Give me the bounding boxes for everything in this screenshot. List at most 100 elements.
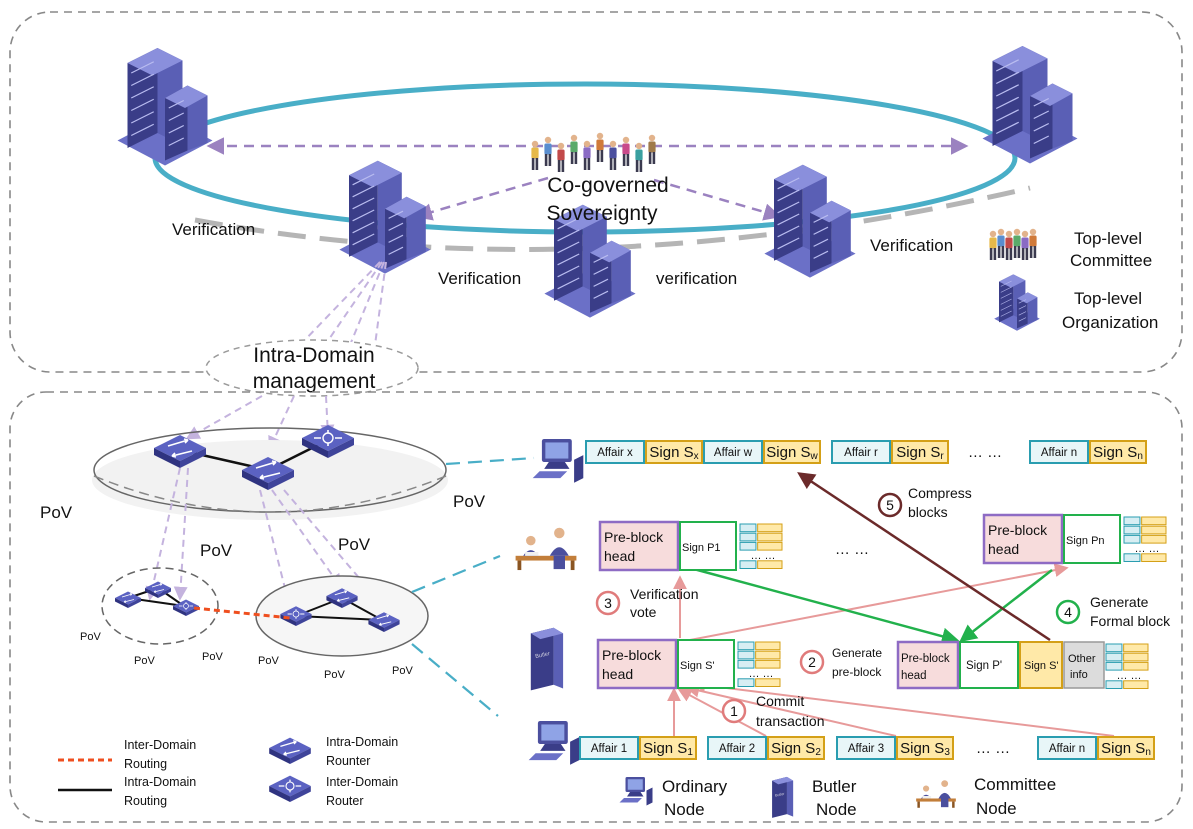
affair-label: Affair n (1041, 447, 1077, 459)
pov-label: PoV (324, 669, 345, 681)
step-label: vote (630, 604, 657, 620)
legend-ordinary-node-label: Ordinary (662, 777, 728, 796)
butler-node-icon (530, 627, 564, 691)
step-number: 2 (808, 654, 816, 670)
affair-cell (1029, 440, 1089, 464)
legend-intra-router-label: Intra-Domain (326, 735, 398, 749)
legend-ordinary-node-icon (619, 777, 653, 806)
legend-committee-label: Top-level (1074, 229, 1142, 248)
pov-label: PoV (258, 655, 279, 667)
legend-intra-routing-label: Intra-Domain (124, 775, 196, 789)
tx-stripe (1105, 680, 1123, 689)
step-label: Formal block (1090, 613, 1171, 629)
tx-stripe (755, 650, 781, 660)
sign-cell (891, 440, 949, 464)
tx-stripe (1141, 516, 1167, 526)
ordinary-node-icon (532, 439, 584, 483)
intra-domain-label-line2: management (253, 370, 376, 393)
pov-domain-right (255, 575, 429, 657)
step-label: Generate (832, 646, 882, 660)
preblock-ellipsis: … … (835, 541, 869, 558)
legend-butler-node-label: Butler (812, 777, 857, 796)
legend-intra-router-icon (268, 736, 312, 765)
tx-stripe (757, 541, 783, 551)
tx-stripe (755, 659, 781, 669)
tx-stripe (1141, 525, 1167, 535)
sign-cell (639, 736, 697, 760)
sign-label: Sign Sn (1101, 740, 1151, 758)
step-label: pre-block (832, 665, 882, 679)
step-badge (595, 590, 621, 616)
ordinary-node-icon (528, 721, 580, 765)
tx-stripe (739, 532, 757, 542)
formal-sign-s (1019, 641, 1063, 689)
legend-committee-node-icon (916, 780, 956, 808)
chain-ellipsis: … … (976, 740, 1010, 757)
preblock-head (596, 638, 678, 690)
preblock-head-label: head (604, 548, 635, 564)
legend-butler-node-icon (772, 776, 794, 818)
step-label: Compress (908, 485, 972, 501)
pov-label: PoV (200, 541, 233, 560)
formal-sign-p-label: Sign P' (966, 660, 1002, 672)
affair-label: Affair r (844, 447, 878, 459)
formal-sign-s-label: Sign S' (1024, 660, 1059, 672)
step-badge (799, 649, 825, 675)
formal-head-label: head (901, 670, 927, 682)
step-badge (1055, 599, 1081, 625)
legend-committee-label: Committee (1070, 251, 1152, 270)
step-number: 3 (604, 595, 612, 611)
process-steps: 1Committransaction2Generatepre-block3Ver… (595, 485, 1171, 729)
tx-stripe (739, 523, 757, 533)
sign-cell (763, 440, 821, 464)
affair-label: Affair x (597, 447, 633, 459)
tx-stripe (755, 678, 781, 687)
tx-stripe (1123, 652, 1149, 662)
affair-cell (703, 440, 763, 464)
management-links (299, 261, 387, 346)
tx-stripe (1141, 553, 1167, 562)
pov-domain-left (101, 567, 219, 645)
verification-label: Verification (870, 236, 953, 255)
legend-committee-node-label: Committee (974, 775, 1056, 794)
sign-label: Sign Sw (766, 444, 818, 462)
legend-committee-node-label: Node (976, 799, 1017, 818)
affair-label: Affair 3 (848, 743, 884, 755)
top-region-border (9, 11, 1183, 373)
preblock-sign (677, 639, 735, 689)
legend-ordinary-node-label: Node (664, 800, 705, 819)
tx-dots: … … (748, 668, 773, 680)
preblock-sign (1063, 514, 1121, 564)
tx-dots: … … (1116, 670, 1141, 682)
step-badge (877, 492, 903, 518)
step-number: 5 (886, 497, 894, 513)
sign-label: Sign S2 (771, 740, 821, 758)
affair-cell (585, 440, 645, 464)
formal-head-label: Pre-block (901, 653, 950, 665)
formal-sign-p (959, 641, 1019, 689)
sign-cell (1089, 440, 1147, 464)
legend-butler-node-label: Node (816, 800, 857, 819)
affair-cell (831, 440, 891, 464)
preblock-head-label: Pre-block (604, 529, 664, 545)
preblock-head (598, 520, 680, 572)
legend-organization-label: Top-level (1074, 289, 1142, 308)
sovereignty-arrow-left (414, 176, 549, 221)
tx-stripe (1123, 553, 1141, 562)
tx-stripe (1123, 643, 1149, 653)
affair-cell (707, 736, 767, 760)
legend-intra-router-label: Rounter (326, 754, 370, 768)
tx-stripe (757, 523, 783, 533)
sign-label: Sign Sr (896, 444, 944, 462)
node-connectors (411, 456, 535, 717)
legend-inter-routing-label: Routing (124, 757, 167, 771)
preblock-head-label: Pre-block (988, 522, 1048, 538)
sovereignty-label-line2: Sovereignty (547, 202, 658, 225)
preblock-sign-label: Sign P1 (682, 542, 721, 554)
tx-stripe (737, 678, 755, 687)
legend-inter-router-label: Router (326, 794, 364, 808)
affair-label: Affair 1 (591, 743, 627, 755)
intra-domain-management-ellipse (205, 339, 419, 397)
